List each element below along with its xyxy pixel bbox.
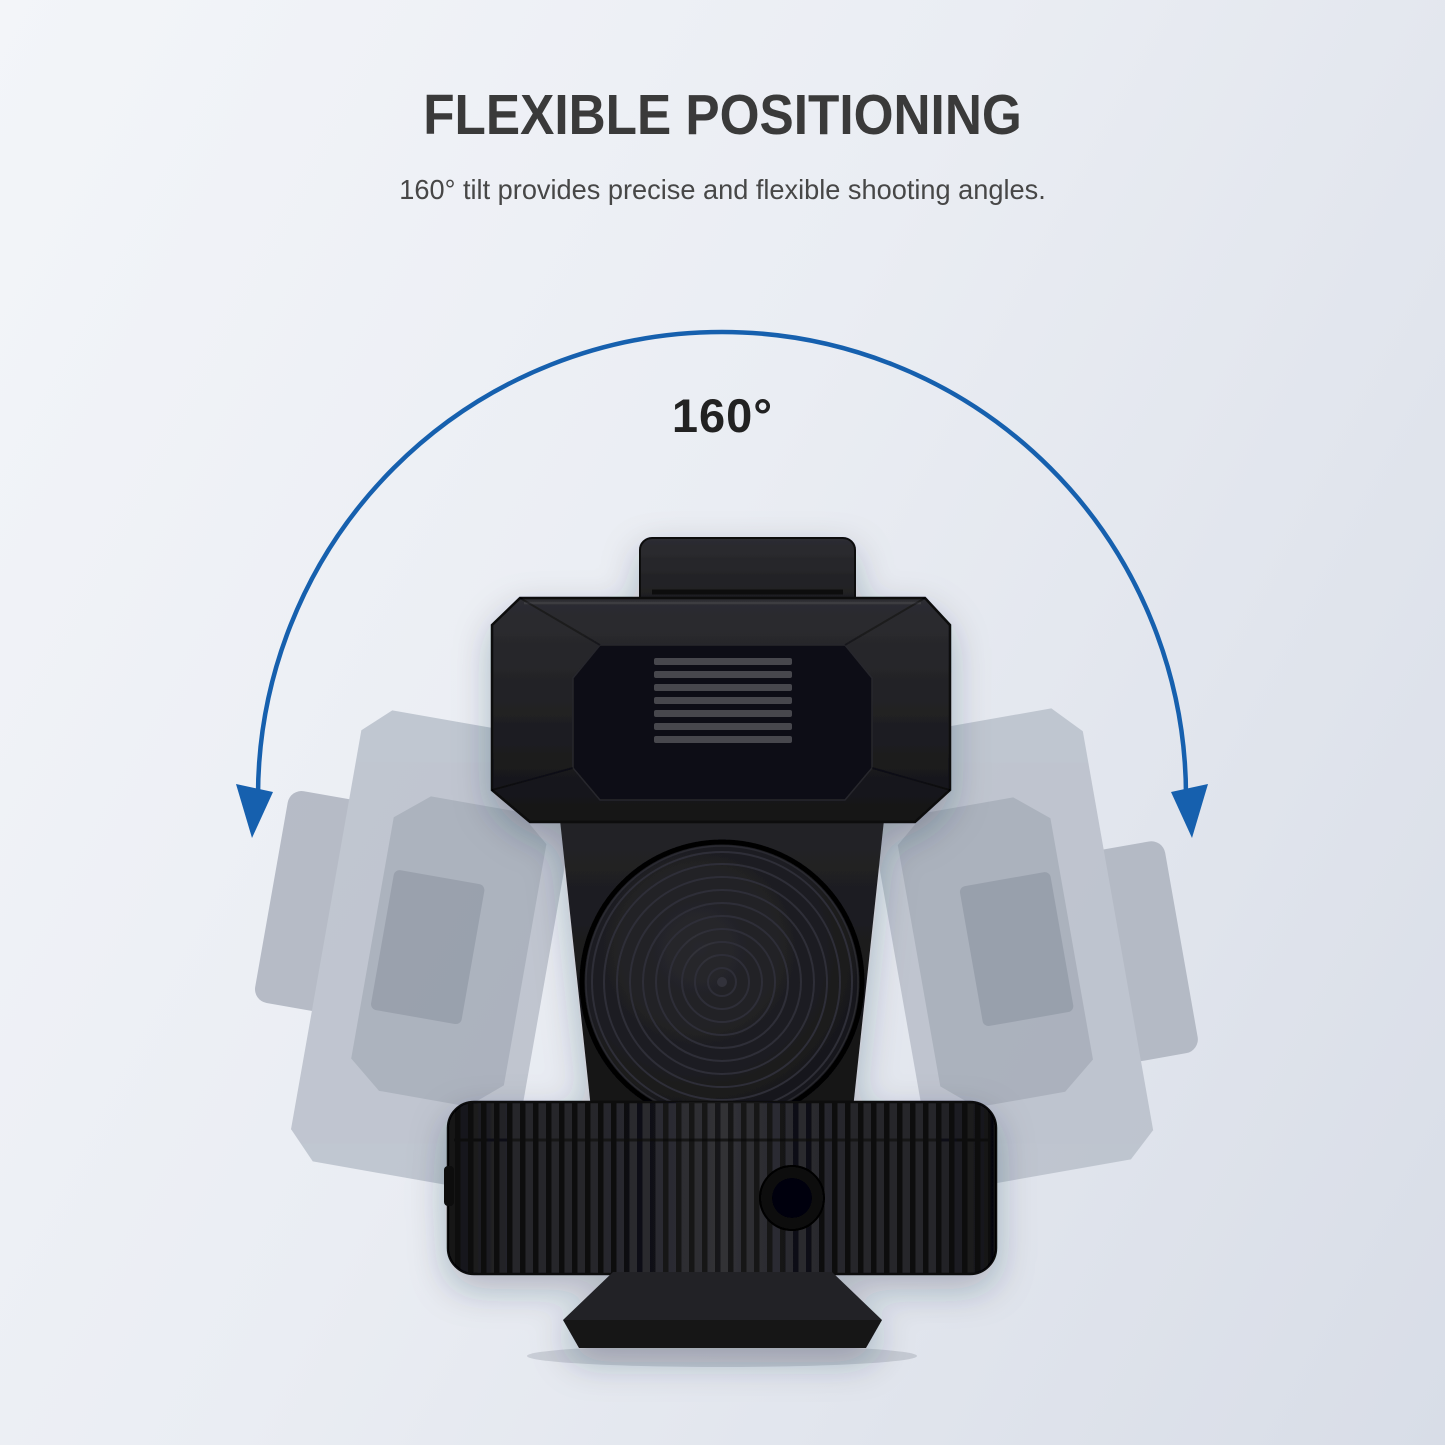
- ground-shadow: [527, 1345, 917, 1367]
- tilt-arc: [236, 329, 1208, 838]
- arc-arrow-left-icon: [236, 784, 273, 838]
- arc-line: [255, 329, 1189, 797]
- locking-wheel: [444, 1100, 998, 1276]
- feature-subtitle: 160° tilt provides precise and flexible …: [399, 174, 1046, 205]
- arc-arrow-right-icon: [1171, 784, 1208, 838]
- wheel-notch: [444, 1166, 454, 1206]
- cold-shoe-base: [563, 1272, 882, 1348]
- cooling-grille: [654, 658, 792, 743]
- mount-product: [444, 537, 998, 1348]
- tilt-lock-knob: [579, 839, 865, 1125]
- mount-head: [490, 596, 952, 824]
- tilt-angle-label: 160°: [671, 389, 774, 442]
- head-facet-lines: [491, 597, 951, 791]
- feature-title: FLEXIBLE POSITIONING: [423, 83, 1022, 147]
